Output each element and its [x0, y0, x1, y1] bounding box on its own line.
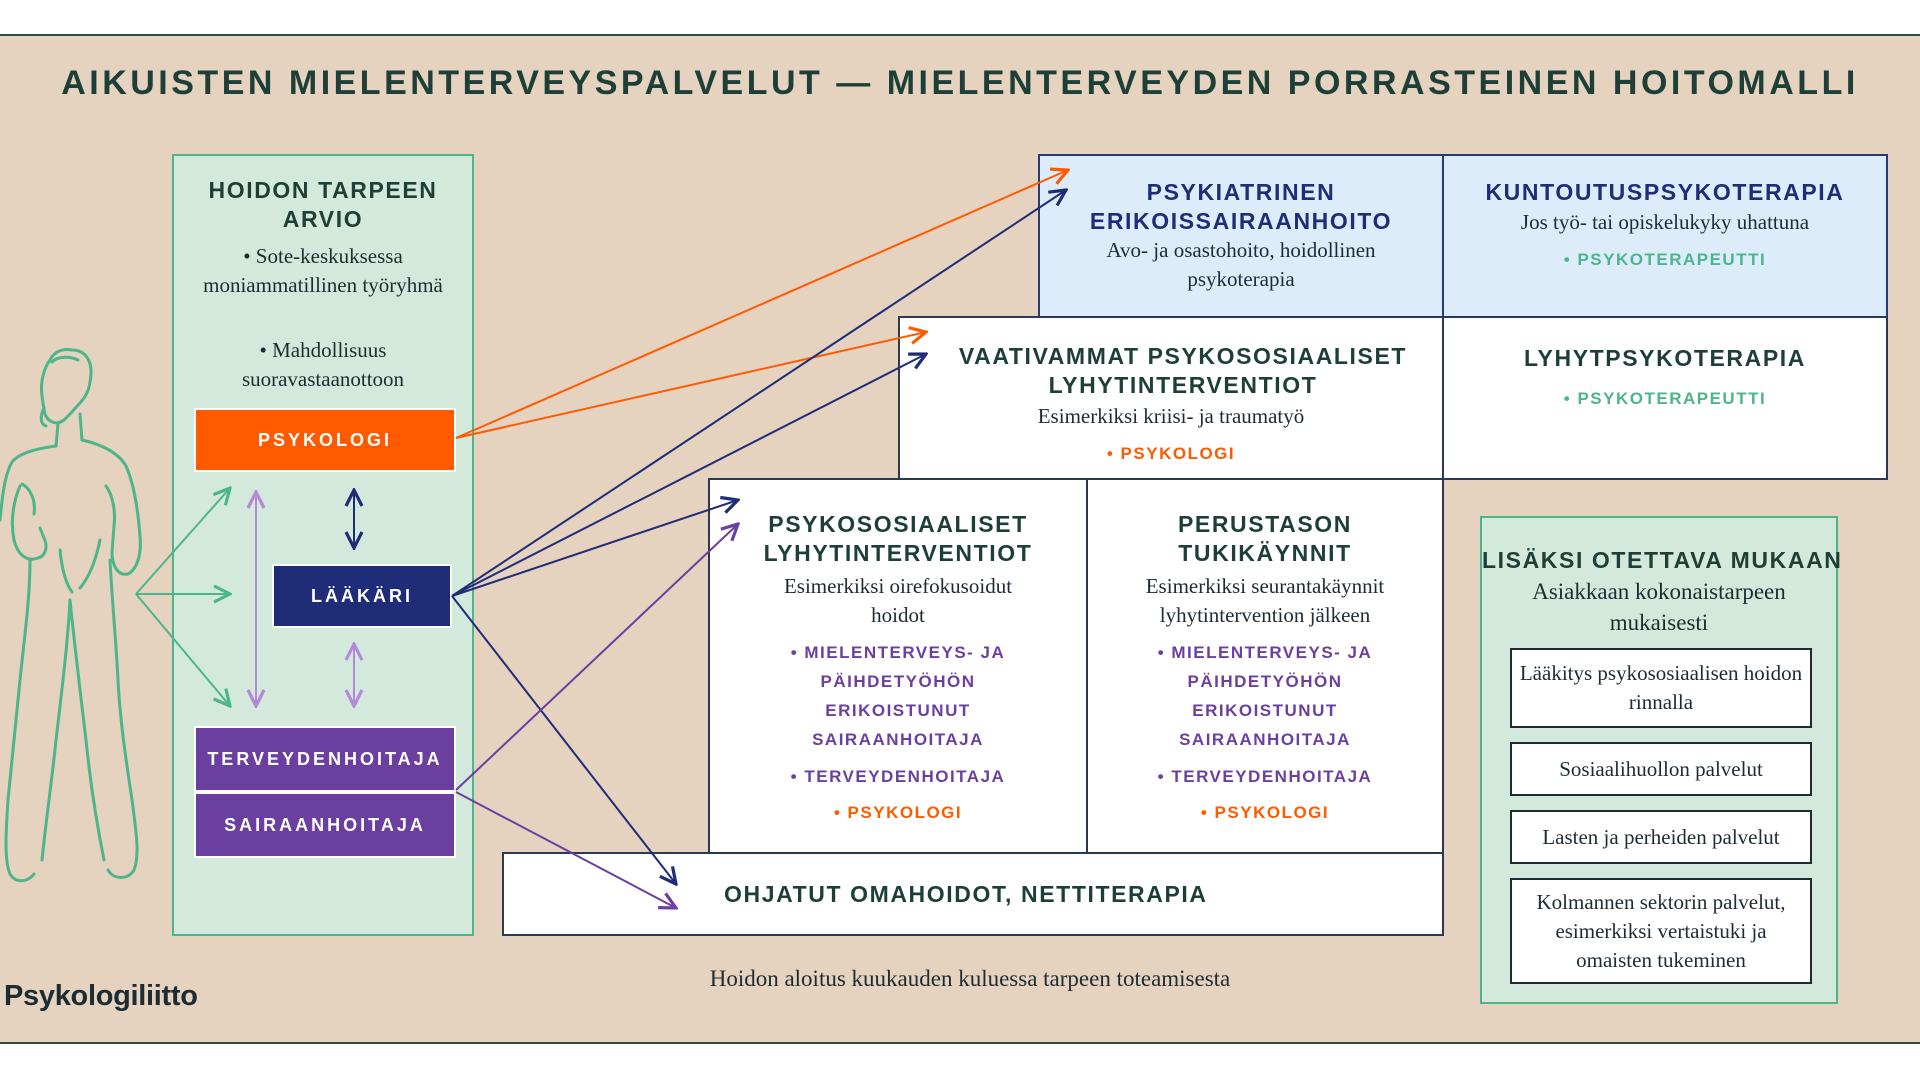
extras-item-social-services: Sosiaalihuollon palvelut	[1510, 742, 1812, 796]
psychiatric-text: Avo- ja osastohoito, hoidollinen psykote…	[1106, 238, 1376, 291]
psychosocial-tag-nurse: • MIELENTERVEYS- JA PÄIHDETYÖHÖN ERIKOIS…	[790, 643, 1006, 749]
psychosocial-tag-psykologi: • PSYKOLOGI	[833, 803, 963, 822]
psychosocial-heading: PSYKOSOSIAALISET LYHYTINTERVENTIOT	[763, 511, 1033, 566]
extras-item-medication: Lääkitys psykososiaalisen hoidon rinnall…	[1510, 648, 1812, 728]
basic-heading: PERUSTASON TUKIKÄYNNIT	[1177, 511, 1353, 566]
laakari-arrows	[451, 190, 1066, 884]
basic-tag-nurse: • MIELENTERVEYS- JA PÄIHDETYÖHÖN ERIKOIS…	[1157, 643, 1373, 749]
short-psychotherapy-box: LYHYTPSYKOTERAPIA • PSYKOTERAPEUTTI	[1442, 316, 1888, 480]
rehab-text: Jos työ- tai opiskelukyky uhattuna	[1520, 210, 1810, 234]
psykologi-arrows	[455, 170, 1068, 439]
psychiatric-care-box: PSYKIATRINEN ERIKOISSAIRAANHOITO Avo- ja…	[1038, 154, 1444, 318]
page-title: AIKUISTEN MIELENTERVEYSPALVELUT — MIELEN…	[61, 64, 1859, 102]
extras-item-family-services: Lasten ja perheiden palvelut	[1510, 810, 1812, 864]
role-sairaanhoitaja[interactable]: SAIRAANHOITAJA	[194, 792, 456, 858]
extras-subheading: Asiakkaan kokonaistarpeen mukaisesti	[1532, 579, 1786, 635]
footer-note: Hoidon aloitus kuukauden kuluessa tarpee…	[709, 966, 1231, 991]
basic-text: Esimerkiksi seurantakäynnit lyhytinterve…	[1145, 574, 1385, 627]
role-laakari[interactable]: LÄÄKÄRI	[272, 564, 452, 628]
role-psykologi[interactable]: PSYKOLOGI	[194, 408, 456, 472]
extras-item-third-sector: Kolmannen sektorin palvelut, esimerkiksi…	[1510, 878, 1812, 984]
basic-support-box: PERUSTASON TUKIKÄYNNIT Esimerkiksi seura…	[1086, 478, 1444, 854]
extras-panel: LISÄKSI OTETTAVA MUKAAN Asiakkaan kokona…	[1480, 516, 1843, 1004]
demanding-tag: • PSYKOLOGI	[1106, 444, 1236, 463]
extras-heading: LISÄKSI OTETTAVA MUKAAN	[1482, 547, 1843, 573]
rehab-tag: • PSYKOTERAPEUTTI	[1563, 250, 1767, 269]
assessment-bullet-2: • Mahdollisuus suoravastaanottoon	[241, 338, 405, 391]
role-terveydenhoitaja[interactable]: TERVEYDENHOITAJA	[194, 726, 456, 792]
selfcare-heading: OHJATUT OMAHOIDOT, NETTITERAPIA	[724, 881, 1208, 907]
psychiatric-heading: PSYKIATRINEN ERIKOISSAIRAANHOITO	[1089, 179, 1393, 234]
demanding-heading: VAATIVAMMAT PSYKOSOSIAALISET LYHYTINTERV…	[958, 343, 1408, 398]
basic-tag-psykologi: • PSYKOLOGI	[1200, 803, 1330, 822]
green-arrows	[135, 488, 230, 706]
psykologiliitto-logo: Psykologiliitto	[4, 980, 198, 1012]
assessment-bullet-1: • Sote-keskuksessa moniammatillinen työr…	[203, 244, 443, 297]
hoitaja-arrows	[455, 524, 738, 908]
demanding-interventions-box: VAATIVAMMAT PSYKOSOSIAALISET LYHYTINTERV…	[898, 316, 1444, 480]
rehab-heading: KUNTOUTUSPSYKOTERAPIA	[1485, 179, 1845, 205]
short-therapy-heading: LYHYTPSYKOTERAPIA	[1524, 345, 1806, 371]
short-therapy-tag: • PSYKOTERAPEUTTI	[1563, 389, 1767, 408]
psychosocial-tag-health-nurse: • TERVEYDENHOITAJA	[790, 767, 1006, 786]
rehab-psychotherapy-box: KUNTOUTUSPSYKOTERAPIA Jos työ- tai opisk…	[1442, 154, 1888, 318]
psychosocial-text: Esimerkiksi oirefokusoidut hoidot	[783, 574, 1013, 627]
demanding-text: Esimerkiksi kriisi- ja traumatyö	[1037, 404, 1305, 428]
psychosocial-interventions-box: PSYKOSOSIAALISET LYHYTINTERVENTIOT Esime…	[708, 478, 1088, 854]
assessment-heading: HOIDON TARPEEN ARVIO	[208, 177, 438, 232]
basic-tag-health-nurse: • TERVEYDENHOITAJA	[1157, 767, 1373, 786]
